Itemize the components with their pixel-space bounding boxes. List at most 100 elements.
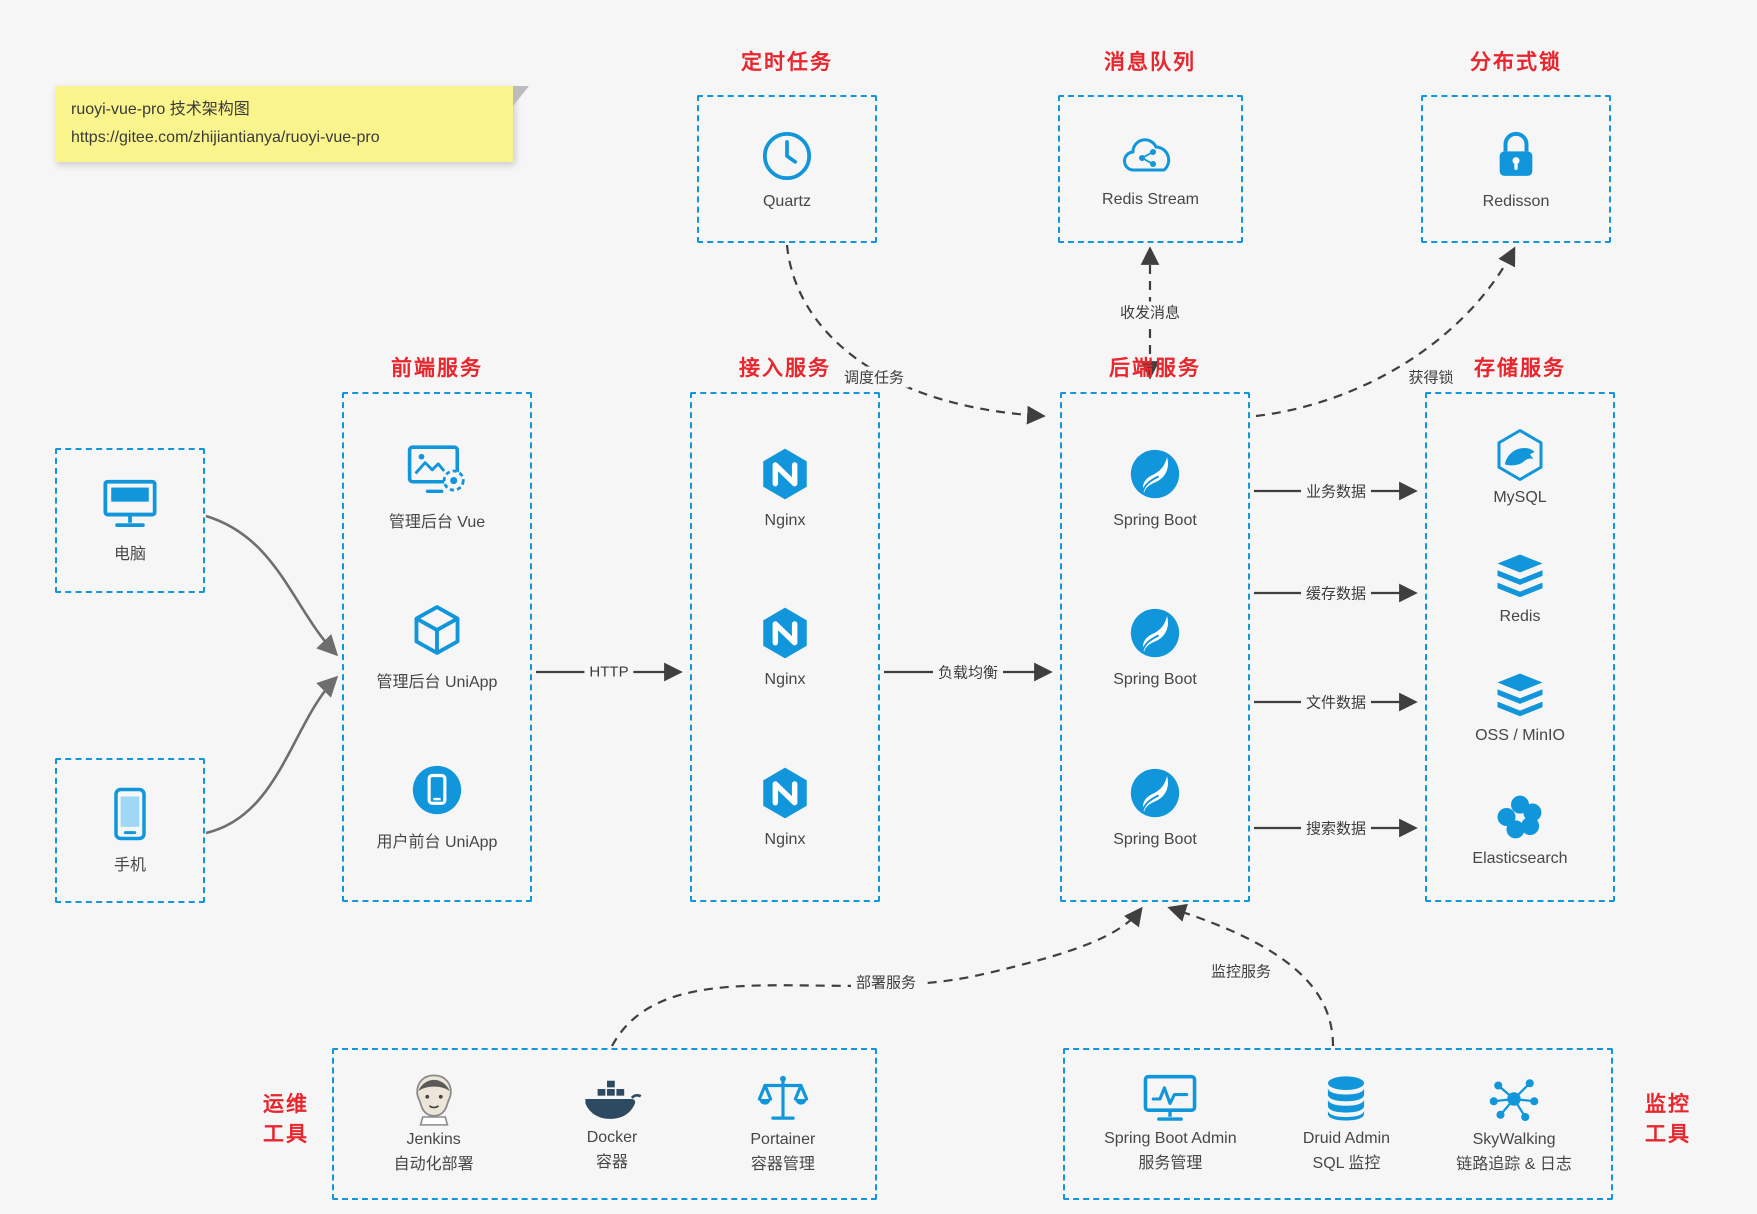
edge-label-load-balance: 负载均衡 xyxy=(932,661,1004,683)
stacked-layers-icon xyxy=(1493,552,1547,602)
box-ops-tools: Jenkins 自动化部署 Docker 容器 xyxy=(332,1048,877,1200)
box-distributed-lock: Redisson xyxy=(1421,95,1611,243)
box-gateway: Nginx Nginx Nginx xyxy=(690,392,880,902)
section-title-gateway: 接入服务 xyxy=(739,357,831,380)
edge-label-cache-data: 缓存数据 xyxy=(1300,582,1372,604)
section-title-scheduled-tasks: 定时任务 xyxy=(741,51,833,74)
box-scheduled-tasks: Quartz xyxy=(697,95,877,243)
tool-desc: 容器 xyxy=(596,1154,629,1171)
node-label: 电脑 xyxy=(113,546,146,563)
nginx-icon xyxy=(756,604,814,662)
phone-icon xyxy=(108,786,152,842)
cloud-share-icon xyxy=(1117,130,1183,182)
edge-lock xyxy=(1255,246,1516,418)
tool-name: Jenkins xyxy=(406,1131,461,1149)
monitoring-title-line1: 监控 xyxy=(1645,1093,1691,1116)
scales-icon xyxy=(756,1072,810,1126)
node-redis: Redis xyxy=(1493,552,1547,626)
clock-icon xyxy=(759,128,815,184)
node-spring-boot-1: Spring Boot xyxy=(1113,445,1197,530)
node-oss-minio: OSS / MinIO xyxy=(1475,671,1565,745)
mobile-app-icon xyxy=(408,761,466,819)
side-title-ops-tools: 运维 工具 xyxy=(248,1090,324,1151)
box-message-queue: Redis Stream xyxy=(1058,95,1243,243)
stacked-layers-icon xyxy=(1493,671,1547,721)
box-client-phone: 手机 xyxy=(55,758,205,903)
node-mysql: MySQL xyxy=(1492,427,1548,507)
node-label: OSS / MinIO xyxy=(1475,726,1565,744)
edge-label-deploy: 部署服务 xyxy=(850,971,922,993)
tool-desc: 自动化部署 xyxy=(393,1156,474,1173)
monitor-chart-icon xyxy=(1141,1073,1199,1125)
node-admin-vue: 管理后台 Vue xyxy=(389,443,485,532)
section-title-storage: 存储服务 xyxy=(1474,357,1566,380)
node-label: Nginx xyxy=(764,830,806,848)
sticky-note: ruoyi-vue-pro 技术架构图 https://gitee.com/zh… xyxy=(55,86,529,162)
edge-schedule xyxy=(785,244,1046,425)
desktop-icon xyxy=(99,477,161,531)
node-user-uniapp: 用户前台 UniApp xyxy=(377,761,497,852)
section-title-frontend: 前端服务 xyxy=(391,357,483,380)
section-title-distributed-lock: 分布式锁 xyxy=(1470,51,1562,74)
mysql-icon xyxy=(1492,427,1548,483)
database-icon xyxy=(1320,1073,1372,1125)
edge-label-monitor: 监控服务 xyxy=(1205,960,1277,982)
jenkins-icon xyxy=(409,1072,459,1127)
spring-boot-icon xyxy=(1126,764,1184,822)
lock-icon xyxy=(1490,128,1542,184)
edge-label-search-data: 搜索数据 xyxy=(1300,817,1372,839)
tool-name: Druid Admin xyxy=(1302,1130,1391,1148)
edge-label-business-data: 业务数据 xyxy=(1300,480,1372,502)
spring-boot-icon xyxy=(1126,445,1184,503)
tool-name: SkyWalking xyxy=(1472,1131,1556,1149)
node-label: Redis Stream xyxy=(1102,190,1199,208)
tool-desc: 服务管理 xyxy=(1138,1155,1203,1172)
node-label: 管理后台 UniApp xyxy=(376,673,498,691)
edge-label-schedule: 调度任务 xyxy=(838,366,910,388)
edge-label-http: HTTP xyxy=(584,663,634,681)
box-backend: Spring Boot Spring Boot Spring Boot xyxy=(1060,392,1250,902)
tool-name: Docker xyxy=(586,1129,638,1147)
ops-title-line1: 运维 xyxy=(263,1093,309,1116)
node-label: MySQL xyxy=(1493,488,1547,506)
note-fold-icon xyxy=(513,86,529,106)
node-elasticsearch: Elasticsearch xyxy=(1472,790,1568,868)
node-label: Redisson xyxy=(1482,192,1550,210)
nginx-icon xyxy=(756,445,814,503)
section-title-message-queue: 消息队列 xyxy=(1104,51,1196,74)
edge-computer-frontend xyxy=(205,514,339,657)
nginx-icon xyxy=(756,764,814,822)
elasticsearch-icon xyxy=(1493,790,1547,844)
docker-icon xyxy=(581,1074,643,1124)
node-docker: Docker 容器 xyxy=(581,1074,643,1173)
monitoring-title-line2: 工具 xyxy=(1645,1123,1691,1147)
edge-label-messaging: 收发消息 xyxy=(1114,301,1186,323)
node-spring-boot-2: Spring Boot xyxy=(1113,604,1197,689)
note-title: ruoyi-vue-pro 技术架构图 xyxy=(71,101,250,118)
node-label: Nginx xyxy=(764,671,806,689)
node-quartz: Quartz xyxy=(759,128,815,211)
node-skywalking: SkyWalking 链路追踪 & 日志 xyxy=(1456,1072,1572,1175)
node-label: Spring Boot xyxy=(1113,512,1197,530)
network-nodes-icon xyxy=(1487,1072,1541,1126)
node-label: Nginx xyxy=(764,512,806,530)
node-spring-boot-3: Spring Boot xyxy=(1113,764,1197,849)
node-label: 手机 xyxy=(113,857,146,874)
side-title-monitoring-tools: 监控 工具 xyxy=(1630,1090,1706,1151)
node-admin-uniapp: 管理后台 UniApp xyxy=(376,601,498,692)
node-portainer: Portainer 容器管理 xyxy=(750,1072,815,1175)
node-label: Spring Boot xyxy=(1113,830,1197,848)
box-monitoring-tools: Spring Boot Admin 服务管理 Druid Admin SQL 监… xyxy=(1063,1048,1613,1200)
cube-icon xyxy=(408,601,466,659)
tool-desc: SQL 监控 xyxy=(1312,1155,1381,1172)
tool-name: Portainer xyxy=(750,1131,816,1149)
node-computer: 电脑 xyxy=(99,477,161,564)
box-client-computer: 电脑 xyxy=(55,448,205,593)
node-nginx-3: Nginx xyxy=(756,764,814,849)
node-jenkins: Jenkins 自动化部署 xyxy=(394,1072,474,1175)
tool-name: Spring Boot Admin xyxy=(1104,1130,1237,1148)
node-redis-stream: Redis Stream xyxy=(1102,130,1199,209)
node-label: Redis xyxy=(1499,607,1541,625)
node-druid-admin: Druid Admin SQL 监控 xyxy=(1303,1073,1390,1174)
note-url: https://gitee.com/zhijiantianya/ruoyi-vu… xyxy=(71,129,380,146)
